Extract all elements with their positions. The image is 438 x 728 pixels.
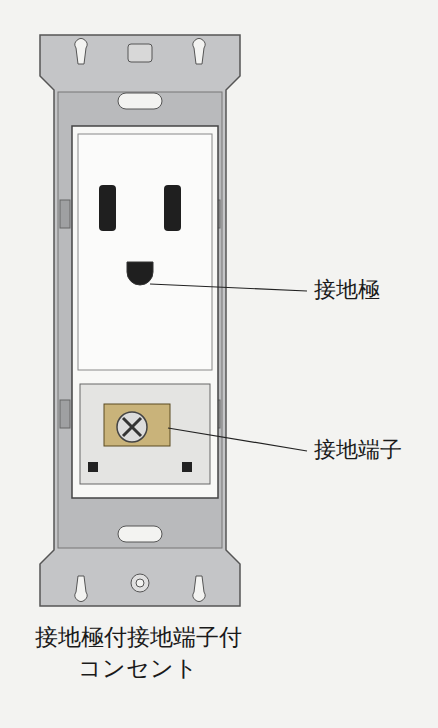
caption: 接地極付接地端子付 コンセント bbox=[4, 622, 272, 684]
ground-terminal bbox=[104, 404, 170, 446]
leader-line bbox=[150, 284, 307, 291]
part-label: 接地極 bbox=[314, 277, 380, 303]
plug-slot bbox=[164, 185, 181, 231]
mounting-frame bbox=[40, 35, 240, 606]
outlet-body bbox=[72, 126, 218, 498]
ground-pole bbox=[127, 262, 153, 285]
leader-line bbox=[168, 428, 307, 451]
part-label: 接地端子 bbox=[314, 437, 402, 463]
plug-slot bbox=[99, 185, 116, 231]
